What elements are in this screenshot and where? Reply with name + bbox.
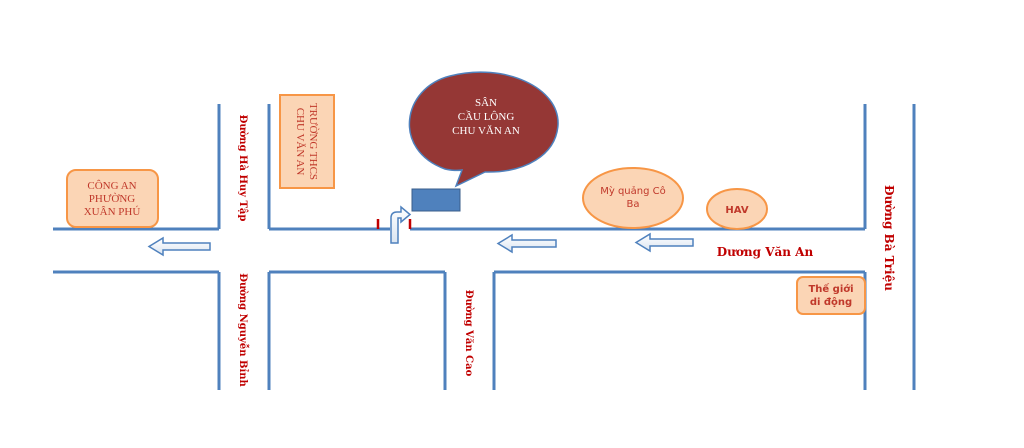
my-quang-line-1: Mỳ quảng Cô <box>600 185 666 197</box>
arrow-left-icon <box>496 233 557 254</box>
school-line-2: CHU VĂN AN <box>294 108 306 176</box>
landmark-the-gioi: Thế giới di động <box>796 276 866 315</box>
police-line-3: XUÂN PHÚ <box>84 206 141 218</box>
landmark-hav-shape <box>706 188 768 230</box>
gate-markers <box>376 219 412 229</box>
arrow-left-icon <box>147 236 211 257</box>
arrow-left-icon <box>634 232 694 253</box>
venue-line-2: CẦU LÔNG <box>458 110 515 123</box>
landmark-my-quang: Mỳ quảng Cô Ba <box>582 167 684 229</box>
the-gioi-line-1: Thế giới <box>808 282 853 295</box>
hav-label: HAV <box>725 205 748 216</box>
street-label-ba-trieu: Đường Bà Triệu <box>882 185 896 291</box>
landmark-my-quang-shape <box>582 167 684 229</box>
the-gioi-line-2: di động <box>810 296 852 308</box>
venue-callout-shape <box>408 71 559 188</box>
landmark-school: TRƯỜNG THCS CHU VĂN AN <box>279 94 335 189</box>
my-quang-line-2: Ba <box>627 199 640 210</box>
street-label-van-an: Dương Văn An <box>717 245 814 259</box>
venue-line-1: SÂN <box>475 97 497 109</box>
street-label-nguyen-binh: Đường Nguyễn Bỉnh <box>237 273 249 387</box>
landmark-police-box <box>66 169 159 228</box>
turn-arrow-icon <box>390 205 412 244</box>
street-label-ha-huy-tap: Đường Hà Huy Tập <box>237 115 248 222</box>
venue-location-marker <box>411 188 461 212</box>
venue-line-3: CHU VĂN AN <box>452 125 520 137</box>
landmark-school-box <box>279 94 335 189</box>
landmark-the-gioi-box <box>796 276 866 315</box>
landmark-hav: HAV <box>706 188 768 230</box>
venue-callout: SÂN CẦU LÔNG CHU VĂN AN <box>408 71 559 188</box>
police-line-2: PHƯỜNG <box>89 193 135 205</box>
police-line-1: CÔNG AN <box>87 180 136 192</box>
school-line-1: TRƯỜNG THCS <box>307 103 319 180</box>
street-label-van-cao: Đường Văn Cao <box>463 290 474 377</box>
landmark-police: CÔNG AN PHƯỜNG XUÂN PHÚ <box>66 169 159 228</box>
direction-arrows <box>147 205 694 257</box>
road-lines <box>53 104 916 390</box>
